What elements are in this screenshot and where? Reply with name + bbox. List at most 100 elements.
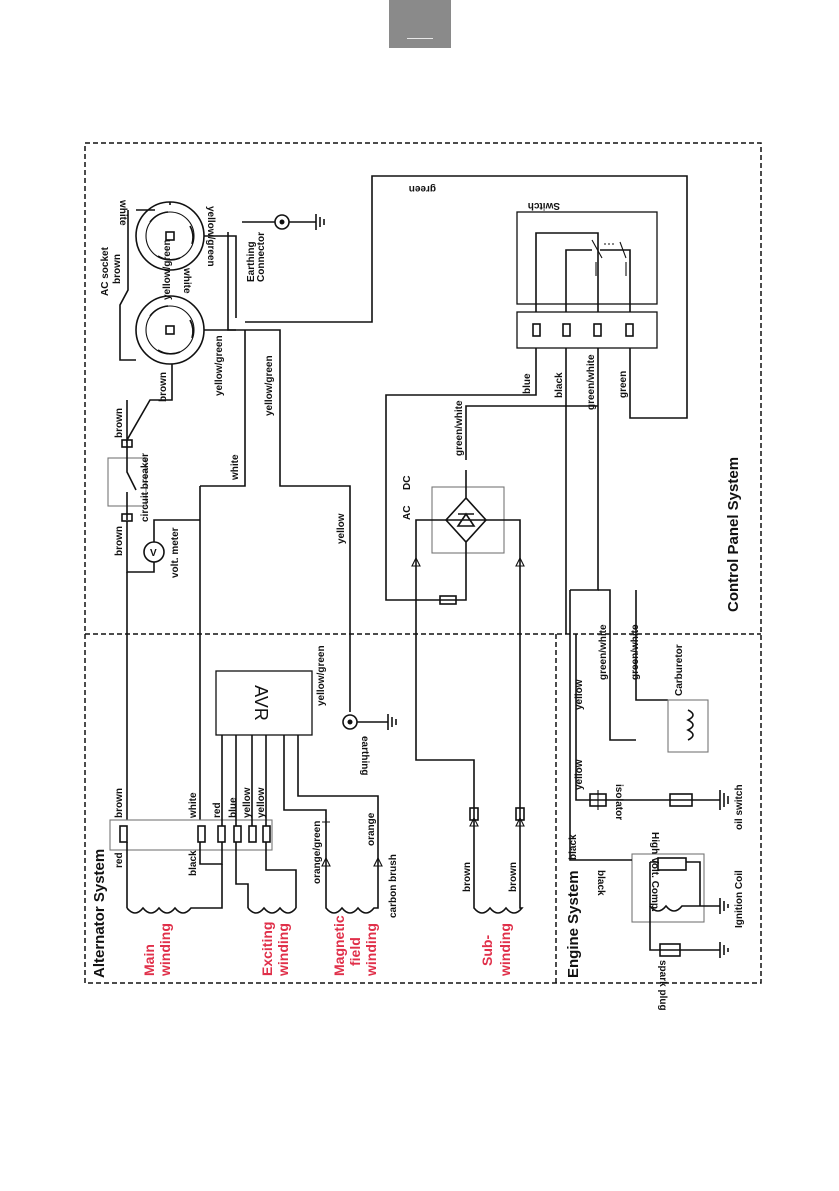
- wire-label-yg-lower: yellow/green: [214, 335, 225, 396]
- yellow-run: [245, 329, 351, 712]
- carburetor-box: [667, 699, 709, 753]
- rectifier-ac-wires: [415, 519, 521, 634]
- white-run: [199, 330, 246, 820]
- magnetic-winding-line2: field: [347, 937, 363, 966]
- rectifier-diode: [456, 512, 476, 527]
- page-tab-line: [407, 38, 433, 39]
- magnetic-winding-line3: winding: [363, 923, 379, 977]
- exciting-winding-leads: [235, 842, 297, 908]
- volt-meter-label: volt. meter: [170, 527, 181, 578]
- spark-plug-lead: [649, 906, 720, 951]
- terminal-connectors: [532, 323, 634, 337]
- ignition-coil-wiring: [576, 859, 720, 912]
- alternator-system-label: Alternator System: [91, 849, 108, 978]
- ignition-coil-label: Ignition Coil: [734, 870, 745, 928]
- high-volt-comp-label: High Volt. Comp.: [649, 832, 660, 912]
- earthing-label: earthing: [359, 736, 370, 775]
- high-volt-comp-box: [657, 857, 687, 871]
- spark-plug-ground: [719, 942, 729, 958]
- wire-label-brown-main: brown: [114, 788, 125, 818]
- wire-label-white-main: white: [188, 792, 199, 819]
- oil-switch-box: [669, 793, 693, 807]
- exciting-winding-line1: Exciting: [259, 922, 275, 976]
- circuit-breaker-label: circuit breaker: [140, 453, 151, 522]
- engine-yellow-wire: [575, 634, 720, 801]
- main-winding-coil: [126, 864, 223, 914]
- wire-label-gw-top: green/white: [586, 354, 597, 410]
- blue-wire: [385, 348, 537, 601]
- wire-label-yg-socket: yellow/green: [162, 239, 173, 300]
- control-panel-system-label: Control Panel System: [725, 457, 742, 612]
- wire-label-brown-sub-2: brown: [508, 862, 519, 892]
- rectifier-dc-out: [410, 553, 467, 601]
- wire-label-yellow-avr-2: yellow: [256, 787, 267, 818]
- spark-plug: [659, 943, 681, 957]
- carburetor-wires: [598, 589, 668, 741]
- wire-label-black-engine-1: black: [568, 834, 579, 860]
- wire-label-yellow-engine-1: yellow: [574, 679, 585, 710]
- sub-winding-connector-2: [515, 807, 525, 821]
- breaker-brown-wire: [126, 364, 173, 443]
- wire-label-yg-top: yellow/green: [205, 206, 216, 267]
- winding-connector-strip: [109, 819, 273, 851]
- wire-label-blue: blue: [522, 373, 533, 394]
- wire-label-yellow-engine-2: yellow: [574, 759, 585, 790]
- carbon-brush-label: carbon brush: [388, 854, 399, 918]
- wire-label-brown-meter: brown: [114, 526, 125, 556]
- sub-winding-line2: winding: [497, 923, 513, 977]
- fuse-connector: [439, 595, 457, 605]
- avr-leads: [221, 735, 379, 880]
- oil-switch-ground: [719, 790, 729, 810]
- switch-wiring: [535, 232, 631, 312]
- wire-label-black-main: black: [188, 850, 199, 876]
- wire-label-yg-earth: yellow/green: [316, 645, 327, 706]
- diagram-frame: [84, 142, 762, 984]
- sub-winding-line1: Sub-: [479, 935, 495, 966]
- main-winding-line2: winding: [157, 923, 173, 977]
- earthing-connector-line2: Connector: [256, 232, 267, 282]
- wire-label-orange: orange: [366, 812, 377, 846]
- wire-label-white-mid: white: [230, 454, 241, 481]
- winding-connectors: [119, 825, 271, 843]
- volt-meter-symbol: V: [150, 548, 157, 559]
- sub-winding-connector-1: [469, 807, 479, 821]
- magnetic-winding-line1: Magnetic: [331, 915, 347, 976]
- circuit-breaker-contact: [126, 440, 137, 520]
- wire-label-orange-green: orange/green: [312, 821, 323, 884]
- carburetor-label: Carburetor: [674, 644, 685, 696]
- exciting-winding-coil: [247, 906, 297, 914]
- sub-winding-terminals: [411, 556, 525, 827]
- socket-brown-wire: [119, 202, 171, 361]
- green-wire: [245, 175, 688, 419]
- terminal-block: [516, 311, 658, 349]
- wire-label-yg-run: yellow/green: [264, 355, 275, 416]
- ignition-ground: [719, 898, 729, 914]
- page-tab: [389, 0, 451, 48]
- magnetic-winding-coil: [325, 880, 379, 914]
- wire-label-brown-socket: brown: [158, 372, 169, 402]
- wire-label-gw-engine-2: green/white: [630, 624, 641, 680]
- dc-label: DC: [402, 476, 413, 490]
- engine-black-wire: [569, 590, 576, 861]
- wire-label-brown-sub-1: brown: [462, 862, 473, 892]
- exciting-winding-line2: winding: [275, 923, 291, 977]
- sub-winding-coil: [415, 634, 524, 914]
- ac-socket-lower: [135, 295, 205, 365]
- switch-contacts: [591, 239, 627, 276]
- carburetor-coil: [686, 709, 694, 741]
- ac-label: AC: [402, 506, 413, 520]
- earthing-connector: [242, 214, 325, 230]
- main-winding-leads: [126, 842, 223, 908]
- wire-label-yellow-avr-1: yellow: [242, 787, 253, 818]
- switch-label: Switch: [528, 200, 560, 211]
- wire-label-green-top: green: [409, 183, 436, 194]
- wire-label-gw-rectifier: green/white: [454, 400, 465, 456]
- switch-box: [516, 211, 658, 305]
- wire-label-brown-top: brown: [112, 254, 123, 284]
- engine-system-label: Engine System: [565, 870, 582, 978]
- volt-meter-wires: [126, 519, 200, 573]
- wire-label-green-lower: green: [618, 371, 629, 398]
- wire-label-red-main: red: [114, 852, 125, 868]
- wire-label-yellow-mid: yellow: [336, 513, 347, 544]
